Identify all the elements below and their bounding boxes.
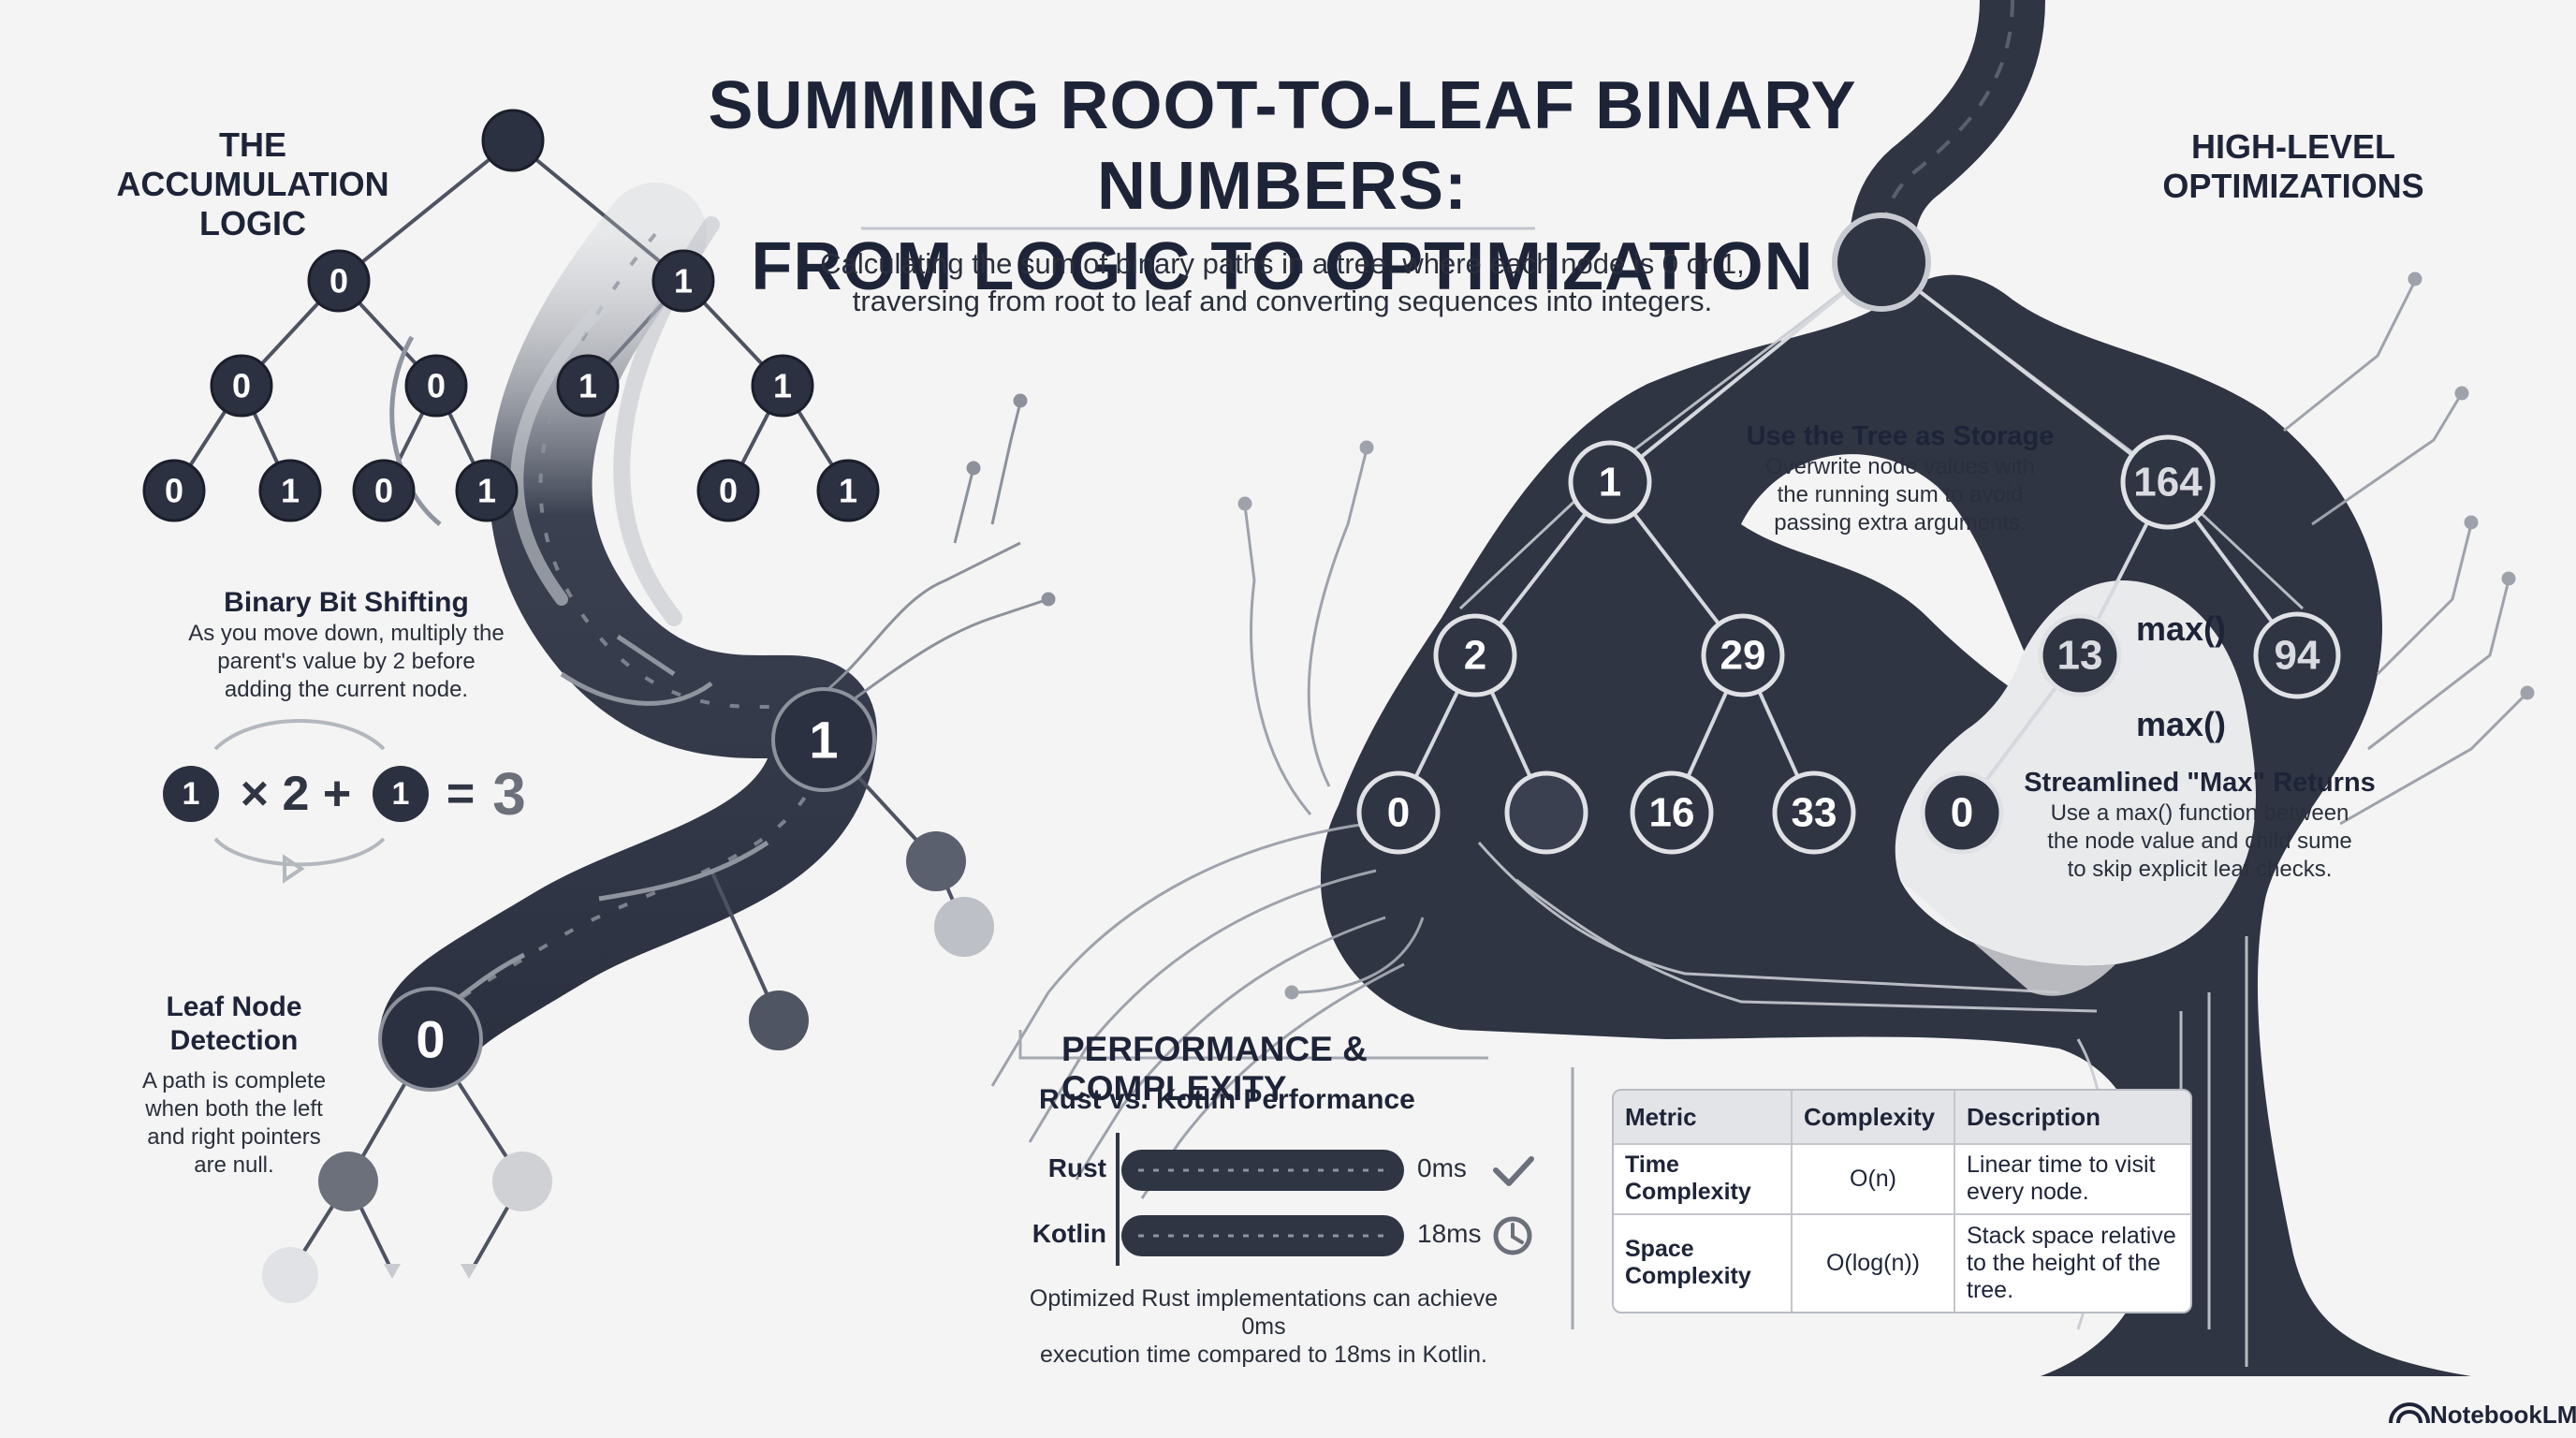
faded-leaf-nodes: [262, 831, 994, 1303]
clock-icon: [1493, 1216, 1532, 1255]
svg-text:1: 1: [183, 776, 200, 812]
right-tree-node: 1: [1568, 440, 1652, 524]
svg-text:1: 1: [1599, 460, 1621, 506]
svg-text:1: 1: [674, 262, 693, 301]
right-tree-node: 16: [1630, 770, 1714, 855]
right-tree-node: 0: [1356, 770, 1441, 855]
svg-text:1: 1: [281, 472, 300, 510]
performance-title: PERFORMANCE & COMPLEXITY: [1061, 1030, 1368, 1108]
table-header: Description: [1954, 1091, 2190, 1144]
max-returns-block: Streamlined "Max" Returns Use a max() fu…: [2024, 768, 2376, 882]
table-row: Space Complexity O(log(n)) Stack space r…: [1614, 1212, 2190, 1312]
path-node-large: 0: [378, 987, 483, 1092]
complexity-table: Metric Complexity Description Time Compl…: [1612, 1089, 2192, 1313]
right-tree-node: 164: [2120, 434, 2216, 530]
right-tree-node-empty: [1504, 770, 1588, 855]
bar-label-kotlin: Kotlin: [1032, 1219, 1106, 1248]
left-tree-node: 1: [455, 459, 519, 522]
left-tree-node: 0: [404, 354, 468, 418]
bar-value-rust: 0ms: [1417, 1153, 1467, 1182]
performance-subtitle: Rust vs. Kotlin Performance: [1039, 1084, 1415, 1115]
check-icon: [1493, 1156, 1534, 1186]
tree-storage-block: Use the Tree as Storage Overwrite node v…: [1746, 421, 2055, 536]
left-tree-node: 1: [258, 459, 322, 522]
section-dividers: [861, 227, 1574, 1329]
brand-label: NotebookLM: [2430, 1401, 2576, 1429]
svg-text:0: 0: [329, 262, 348, 301]
svg-text:0: 0: [165, 472, 183, 510]
notebooklm-logo-icon: [2389, 1401, 2430, 1424]
leaf-detection-block: Leaf Node Detection A path is complete w…: [141, 991, 327, 1178]
svg-text:1: 1: [477, 472, 496, 510]
left-tree-node: 0: [307, 249, 371, 313]
left-tree-node: 0: [210, 354, 273, 418]
svg-text:1: 1: [392, 776, 410, 812]
svg-text:0: 0: [719, 472, 738, 510]
svg-text:0: 0: [416, 1010, 445, 1069]
right-tree-node: 13: [2038, 613, 2122, 697]
svg-text:33: 33: [1792, 790, 1837, 836]
svg-text:0: 0: [1387, 790, 1410, 836]
svg-text:1: 1: [839, 472, 857, 510]
right-tree-node: 2: [1433, 613, 1517, 697]
equation-arrow-top: [213, 719, 386, 751]
play-icon: [283, 854, 305, 884]
svg-text:0: 0: [427, 367, 446, 405]
equation-node-b: 1: [373, 766, 429, 822]
right-tree-node: 94: [2253, 611, 2341, 699]
circuit-wires-left: [990, 440, 1425, 1199]
right-tree-root-node: [1832, 213, 1931, 312]
right-tree-node: 33: [1772, 770, 1856, 855]
page-title: SUMMING ROOT-TO-LEAF BINARY NUMBERS: FRO…: [708, 68, 1857, 304]
svg-text:94: 94: [2275, 633, 2320, 679]
circuit-wires-right: [2283, 271, 2535, 826]
bit-shifting-heading: Binary Bit Shifting: [224, 587, 469, 618]
svg-text:1: 1: [578, 367, 597, 405]
equation-times: × 2 +: [241, 767, 352, 821]
page-subtitle: Calculating the sum of binary paths in a…: [820, 247, 1745, 317]
left-tree-node: 0: [696, 459, 760, 522]
svg-text:2: 2: [1464, 633, 1486, 679]
svg-text:0: 0: [232, 367, 251, 405]
bit-shifting-block: Binary Bit Shifting As you move down, mu…: [150, 586, 543, 704]
max-label-2: max(): [2135, 705, 2227, 743]
table-row: Time Complexity O(n) Linear time to visi…: [1614, 1143, 2190, 1214]
left-tree-node: 1: [651, 249, 715, 313]
svg-text:0: 0: [1951, 790, 1973, 836]
svg-text:1: 1: [773, 367, 792, 405]
svg-text:1: 1: [809, 711, 838, 770]
equation-equals: =: [446, 767, 475, 821]
equation-node-a: 1: [163, 766, 219, 822]
left-tree-node: 0: [142, 459, 206, 522]
left-tree-node: 1: [816, 459, 880, 522]
perf-bars: [1116, 1133, 1404, 1266]
left-tree-node: 1: [751, 354, 814, 418]
optimizations-title: HIGH-LEVEL OPTIMIZATIONS: [2162, 127, 2424, 205]
left-tree-node: 0: [352, 459, 416, 522]
svg-text:13: 13: [2057, 633, 2103, 679]
max-label-1: max(): [2135, 609, 2227, 648]
bar-value-kotlin: 18ms: [1417, 1219, 1482, 1248]
path-node-large: 1: [771, 687, 876, 792]
performance-note: Optimized Rust implementations can achie…: [1029, 1285, 1499, 1368]
svg-text:16: 16: [1649, 790, 1695, 836]
table-header: Metric: [1614, 1091, 1793, 1144]
equation-result: 3: [492, 760, 526, 828]
right-tree-node: 0: [1920, 770, 2004, 855]
svg-text:29: 29: [1720, 633, 1766, 679]
bar-label-rust: Rust: [1047, 1153, 1106, 1182]
svg-text:0: 0: [374, 472, 393, 510]
equation-arrow-bottom: [213, 837, 386, 867]
left-tree-root-node: [481, 109, 545, 172]
svg-text:164: 164: [2133, 460, 2203, 506]
accumulation-logic-title: THE ACCUMULATION LOGIC: [116, 125, 389, 242]
left-tree-node: 1: [556, 354, 620, 418]
right-tree-node: 29: [1701, 613, 1785, 697]
table-header: Complexity: [1792, 1091, 1955, 1144]
